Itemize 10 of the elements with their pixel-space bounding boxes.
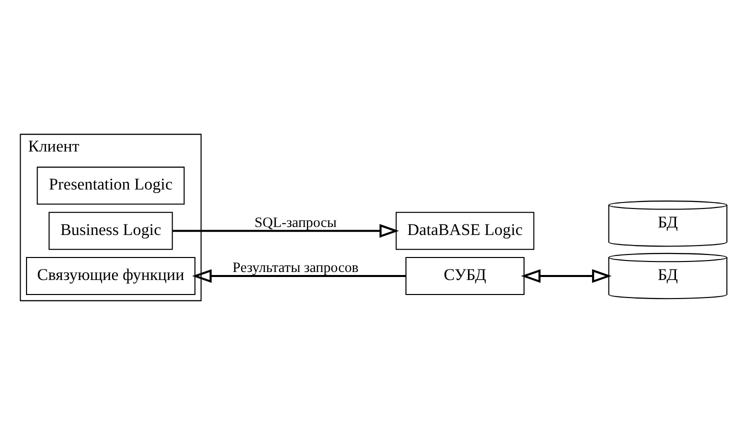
arrow <box>192 269 406 283</box>
edge-label: Результаты запросов <box>232 260 359 276</box>
node-box: Связующие функции <box>26 257 196 296</box>
arrow <box>172 224 400 238</box>
node-box: СУБД <box>405 257 525 296</box>
node-box: Business Logic <box>48 212 173 250</box>
arrow <box>520 269 612 283</box>
node-box: DataBASE Logic <box>396 212 534 250</box>
node-box: Presentation Logic <box>36 166 185 205</box>
edge-label: SQL-запросы <box>254 214 337 231</box>
